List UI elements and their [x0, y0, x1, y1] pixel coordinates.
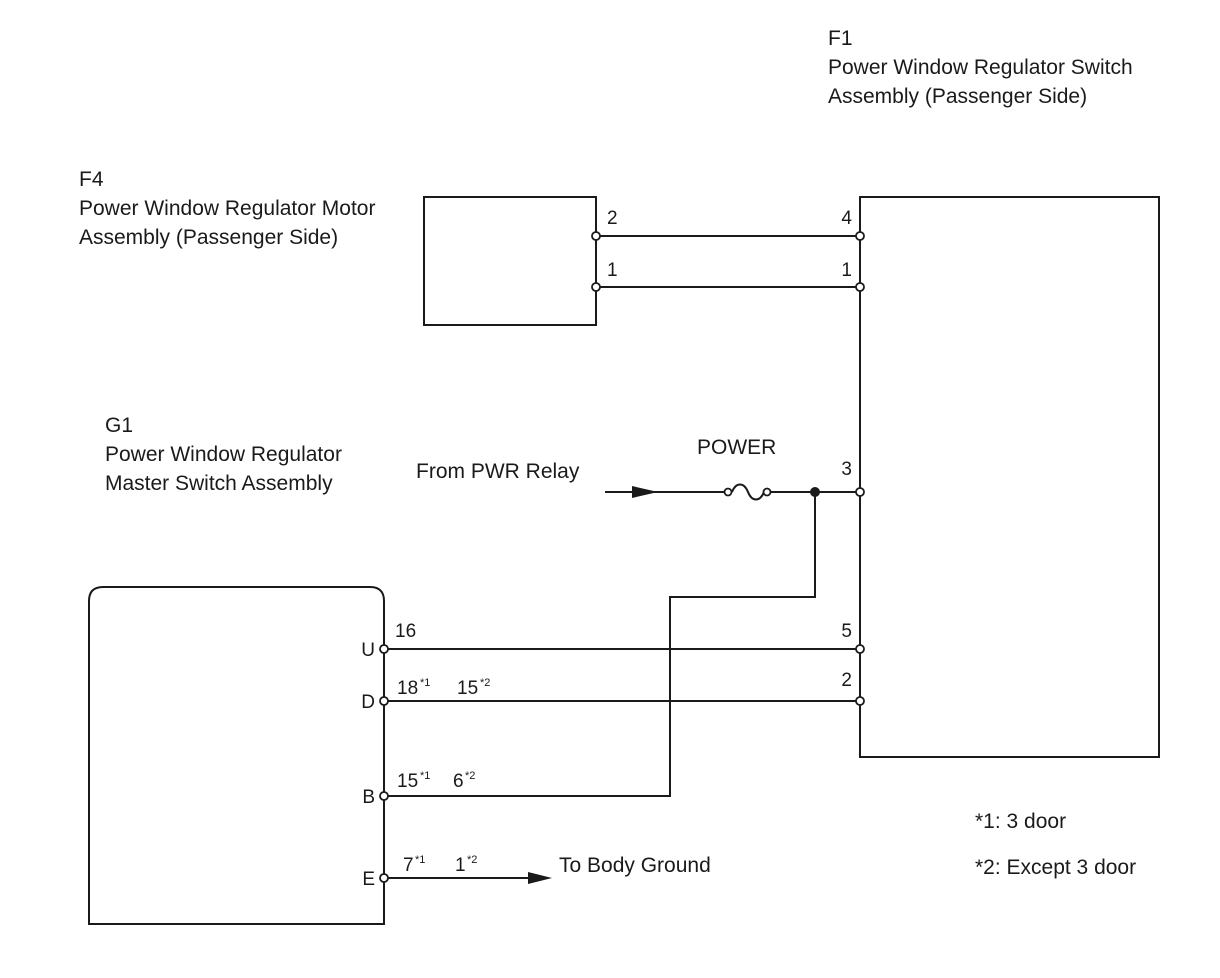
wire-b-to-power — [384, 492, 816, 797]
terminal-f1-2 — [855, 696, 865, 706]
source-label: From PWR Relay — [416, 460, 580, 483]
splice-point-icon — [810, 487, 820, 497]
sup-g1-e-a: *1 — [415, 854, 425, 866]
f4-name-line1: Power Window Regulator Motor — [79, 197, 375, 220]
g1-code: G1 — [105, 414, 133, 437]
pin-f1-2: 2 — [841, 670, 852, 691]
fuse-icon — [723, 483, 772, 501]
terminal-g1-d — [379, 696, 389, 706]
arrow-source-icon — [632, 486, 658, 498]
arrow-ground-icon — [528, 872, 552, 884]
g1-name-line2: Master Switch Assembly — [105, 472, 333, 495]
pin-g1-e-a: 7 — [403, 855, 414, 876]
pin-g1-b-a: 15 — [397, 771, 418, 792]
sup-g1-d-b: *2 — [480, 677, 490, 689]
terminal-f1-5 — [855, 644, 865, 654]
f1-name-line1: Power Window Regulator Switch — [828, 56, 1133, 79]
pin-g1-e-b: 1 — [455, 855, 466, 876]
pin-g1-d-b: 15 — [457, 678, 478, 699]
pin-f1-3: 3 — [841, 459, 852, 480]
ground-label: To Body Ground — [559, 854, 711, 877]
f1-switch-box — [859, 196, 1160, 758]
terminal-letter-u: U — [361, 640, 375, 661]
terminal-letter-d: D — [361, 692, 375, 713]
pin-g1-b-b: 6 — [453, 771, 464, 792]
pin-g1-d-a: 18 — [397, 678, 418, 699]
terminal-g1-u — [379, 644, 389, 654]
sup-g1-d-a: *1 — [420, 677, 430, 689]
fuse-label: POWER — [697, 436, 776, 459]
sup-g1-b-b: *2 — [465, 770, 475, 782]
g1-name-line1: Power Window Regulator — [105, 443, 342, 466]
terminal-letter-e: E — [362, 869, 375, 890]
terminal-f1-1 — [855, 282, 865, 292]
f4-name-line2: Assembly (Passenger Side) — [79, 226, 338, 249]
f1-name-line2: Assembly (Passenger Side) — [828, 85, 1087, 108]
terminal-f1-3 — [855, 487, 865, 497]
terminal-f4-2 — [591, 231, 601, 241]
terminal-letter-b: B — [362, 787, 375, 808]
note-except-3-door: *2: Except 3 door — [975, 856, 1136, 879]
g1-master-switch-box — [88, 586, 385, 925]
f4-code: F4 — [79, 168, 104, 191]
terminal-g1-b — [379, 791, 389, 801]
pin-f1-1: 1 — [841, 260, 852, 281]
sup-g1-e-b: *2 — [467, 854, 477, 866]
pin-f1-4: 4 — [841, 208, 852, 229]
terminal-f4-1 — [591, 282, 601, 292]
terminal-g1-e — [379, 873, 389, 883]
pin-f1-5: 5 — [841, 621, 852, 642]
sup-g1-b-a: *1 — [420, 770, 430, 782]
terminal-f1-4 — [855, 231, 865, 241]
note-3-door: *1: 3 door — [975, 810, 1066, 833]
pin-f4-1: 1 — [607, 260, 618, 281]
f4-motor-box — [423, 196, 597, 326]
f1-code: F1 — [828, 27, 853, 50]
pin-g1-u: 16 — [395, 621, 416, 642]
pin-f4-2: 2 — [607, 208, 618, 229]
